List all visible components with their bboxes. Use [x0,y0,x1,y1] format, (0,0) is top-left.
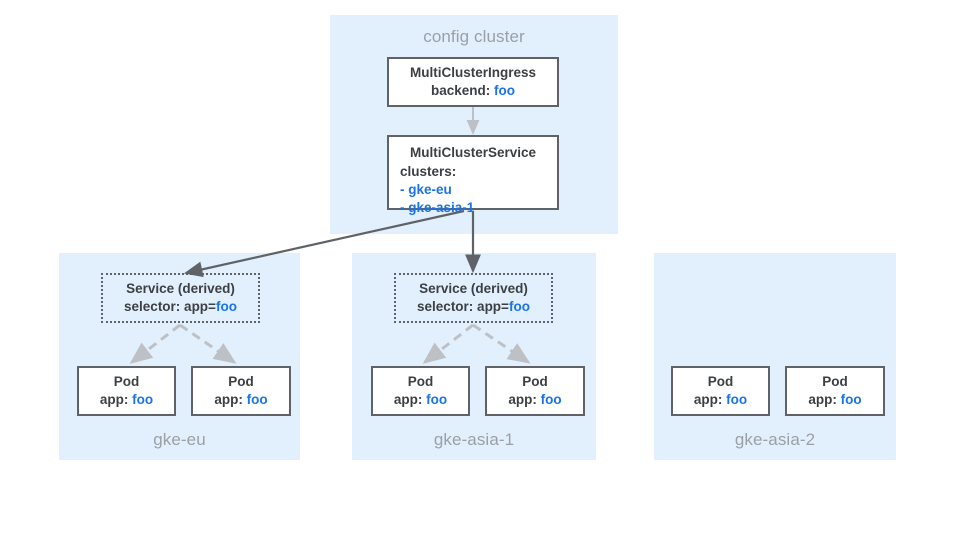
pod-app-label: app: [693,392,727,407]
cluster-panel-gke-asia-2 [654,253,896,460]
mcs-clusters-label: clusters: [400,164,457,179]
pod-app: app: foo [100,391,153,409]
multi-cluster-service-box[interactable]: MultiClusterService clusters: - gke-eu -… [387,135,559,215]
pod-title: Pod [707,374,734,389]
mci-backend-label: backend: [430,83,495,98]
derived-service-selector: selector: app=foo [417,298,530,316]
pod-app-value: foo [840,392,862,407]
pod-app-value: foo [726,392,748,407]
mcs-cluster-item-0: - gke-eu [400,182,452,197]
derived-service-box-gke-eu[interactable]: Service (derived) selector: app=foo [101,273,260,323]
pod-app-label: app: [508,392,541,407]
mcs-name: MultiClusterService [409,145,537,160]
cluster-label-gke-asia-2: gke-asia-2 [734,430,816,449]
pod-app: app: foo [214,391,267,409]
pod-app-label: app: [808,392,841,407]
derived-service-selector-label: selector: app= [417,299,509,314]
derived-service-title: Service (derived) [126,281,235,296]
pod-app: app: foo [394,391,447,409]
derived-service-selector: selector: app=foo [124,298,237,316]
pod-title: Pod [113,374,140,389]
cluster-label-gke-asia-1: gke-asia-1 [433,430,515,449]
cluster-label-gke-eu: gke-eu [153,430,206,449]
pod-app-value: foo [540,392,562,407]
mci-name: MultiClusterIngress [409,65,537,80]
pod-box[interactable]: Pod app: foo [77,366,176,416]
pod-app-label: app: [99,392,133,407]
pod-box[interactable]: Pod app: foo [785,366,885,416]
pod-box[interactable]: Pod app: foo [671,366,770,416]
config-cluster-title: config cluster [423,27,525,46]
pod-app: app: foo [694,391,747,409]
mci-backend: backend: foo [431,82,515,100]
pod-app-value: foo [246,392,268,407]
pod-app-label: app: [393,392,427,407]
pod-title: Pod [522,374,548,389]
derived-service-selector-label: selector: app= [124,299,216,314]
pod-app: app: foo [808,391,861,409]
pod-box[interactable]: Pod app: foo [485,366,585,416]
pod-app: app: foo [508,391,561,409]
pod-app-label: app: [214,392,247,407]
derived-service-selector-value: foo [215,299,237,314]
pod-title: Pod [407,374,434,389]
pod-title: Pod [228,374,254,389]
derived-service-box-gke-asia-1[interactable]: Service (derived) selector: app=foo [394,273,553,323]
pod-title: Pod [822,374,848,389]
pod-app-value: foo [426,392,448,407]
derived-service-title: Service (derived) [419,281,528,296]
mcs-cluster-item-1: - gke-asia-1 [400,200,475,215]
pod-app-value: foo [132,392,154,407]
pod-box[interactable]: Pod app: foo [371,366,470,416]
mci-backend-value: foo [494,83,516,98]
pod-box[interactable]: Pod app: foo [191,366,291,416]
multi-cluster-ingress-box[interactable]: MultiClusterIngress backend: foo [387,57,559,107]
derived-service-selector-value: foo [508,299,530,314]
